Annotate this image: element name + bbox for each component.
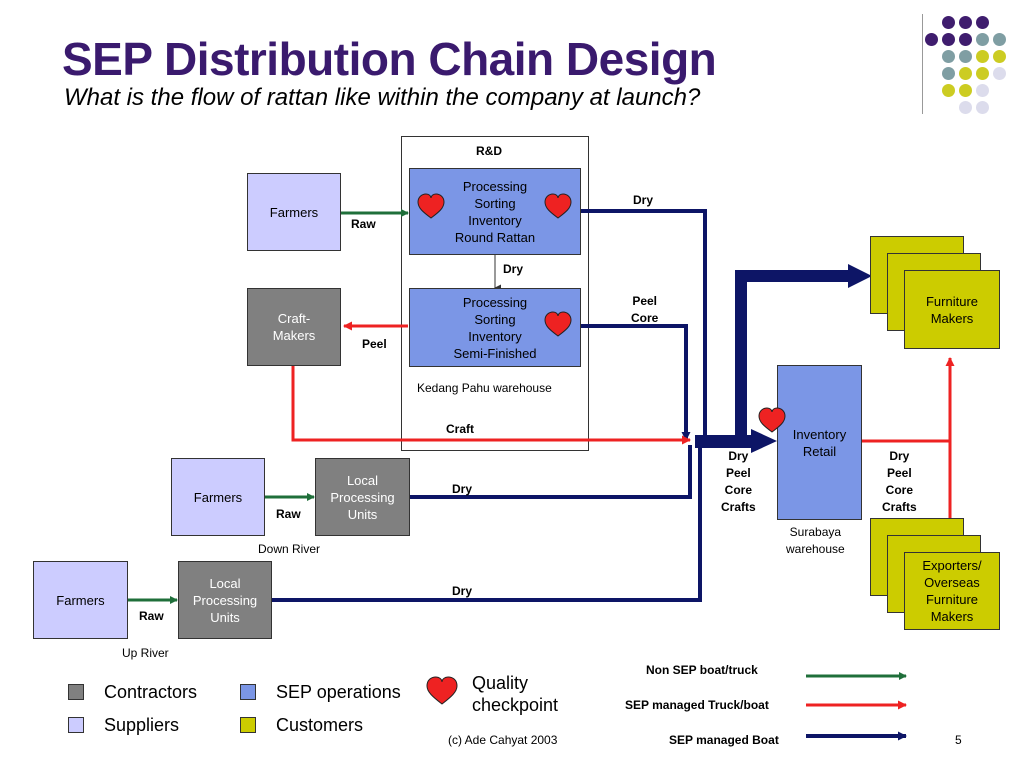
legend-swatch-contractors	[68, 684, 84, 700]
furniture-makers-label: Furniture Makers	[925, 293, 979, 326]
down-river-label: Down River	[258, 542, 321, 556]
local-processing-down-box: Local Processing Units	[315, 458, 410, 536]
processing-round-label: Processing Sorting Inventory Round Ratta…	[454, 178, 536, 245]
page-number: 5	[955, 733, 962, 747]
rd-label: R&D	[476, 144, 502, 158]
dry-flow-label: Dry	[503, 262, 524, 276]
craft-flow-label: Craft	[446, 422, 475, 436]
decorative-divider	[922, 14, 923, 114]
raw-flow-label: Raw	[139, 609, 164, 623]
page-subtitle: What is the flow of rattan like within t…	[64, 84, 701, 111]
local-processing-down-label: Local Processing Units	[330, 472, 395, 522]
peel-flow-label: Peel	[362, 337, 387, 351]
local-processing-up-label: Local Processing Units	[192, 575, 258, 625]
farmers-up-label: Farmers	[56, 592, 105, 608]
raw-flow-label: Raw	[351, 217, 376, 231]
rd-container	[401, 136, 589, 451]
mixed-flow-out-label: Dry Peel Core Crafts	[882, 449, 917, 514]
legend-suppliers: Suppliers	[104, 715, 180, 735]
page-title: SEP Distribution Chain Design	[62, 33, 717, 85]
farmers-down-label: Farmers	[193, 489, 243, 505]
farmers-down-river-box: Farmers	[171, 458, 265, 536]
heart-icon	[426, 676, 458, 705]
exporters-label: Exporters/ Overseas Furniture Makers	[922, 558, 982, 624]
legend-non-sep: Non SEP boat/truck	[646, 663, 758, 677]
heart-icon	[544, 311, 572, 337]
legend-contractors: Contractors	[104, 682, 198, 702]
farmers-up-river-box: Farmers	[33, 561, 128, 639]
raw-flow-label: Raw	[276, 507, 301, 521]
dry-flow-label: Dry	[633, 193, 654, 207]
heart-icon	[417, 193, 445, 219]
farmers-top-label: Farmers	[269, 204, 319, 220]
inventory-retail-label: Inventory Retail	[792, 427, 847, 459]
peel-core-flow-label: Peel Core	[631, 294, 659, 325]
surabaya-label: Surabaya warehouse	[786, 525, 845, 556]
mixed-flow-in-label: Dry Peel Core Crafts	[721, 449, 756, 514]
legend-sep-boat: SEP managed Boat	[669, 733, 779, 747]
legend-customers: Customers	[276, 715, 364, 735]
heart-icon	[544, 193, 572, 219]
kedang-pahu-label: Kedang Pahu warehouse	[417, 381, 552, 395]
furniture-makers-box: Furniture Makers	[904, 270, 1000, 349]
legend-sep-truck-boat: SEP managed Truck/boat	[625, 698, 769, 712]
legend-swatch-suppliers	[68, 717, 84, 733]
up-river-label: Up River	[122, 646, 169, 660]
farmers-top-box: Farmers	[247, 173, 341, 251]
legend-quality-checkpoint: Quality checkpoint	[472, 673, 559, 715]
inventory-retail-box: Inventory Retail	[777, 365, 862, 520]
craft-makers-box: Craft- Makers	[247, 288, 341, 366]
dry-flow-label: Dry	[452, 584, 473, 598]
exporters-box: Exporters/ Overseas Furniture Makers	[904, 552, 1000, 630]
processing-semi-finished-box: Processing Sorting Inventory Semi-Finish…	[409, 288, 581, 367]
legend-swatch-customers	[240, 717, 256, 733]
processing-semi-label: Processing Sorting Inventory Semi-Finish…	[453, 294, 537, 361]
heart-icon	[758, 407, 786, 433]
legend-sep-operations: SEP operations	[276, 682, 401, 702]
copyright-text: (c) Ade Cahyat 2003	[448, 733, 558, 747]
dry-flow-label: Dry	[452, 482, 473, 496]
legend-swatch-sep-operations	[240, 684, 256, 700]
craft-makers-label: Craft- Makers	[272, 311, 316, 343]
local-processing-up-box: Local Processing Units	[178, 561, 272, 639]
